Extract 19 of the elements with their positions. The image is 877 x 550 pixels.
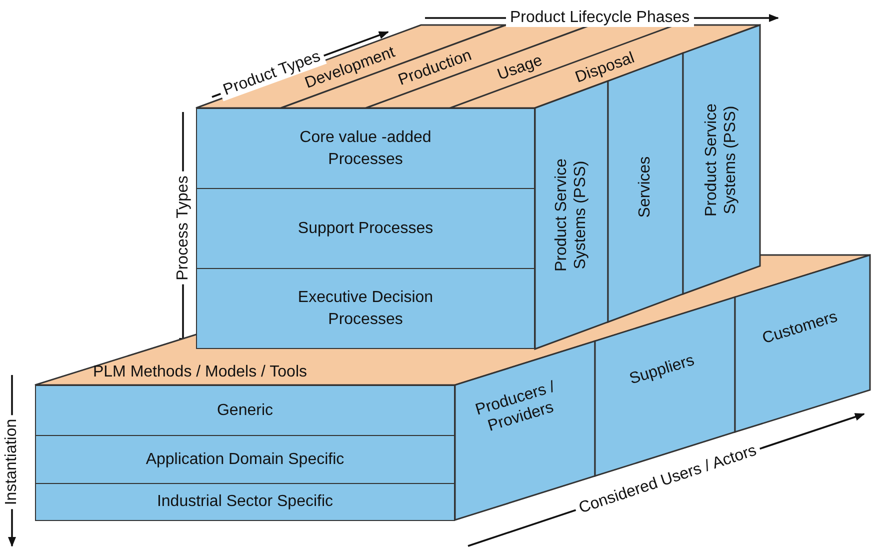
face-label: Application Domain Specific bbox=[146, 450, 344, 470]
face-label: Industrial Sector Specific bbox=[156, 492, 334, 512]
face-label: Support Processes bbox=[298, 218, 434, 239]
face-label: Generic bbox=[216, 400, 274, 421]
front-face bbox=[35, 385, 455, 436]
face-label: Suppliers bbox=[626, 351, 698, 390]
axis-label: Product Lifecycle Phases bbox=[506, 9, 694, 27]
face-label: Usage bbox=[494, 51, 546, 86]
front-face bbox=[196, 108, 535, 189]
axis-label: Process Types bbox=[174, 172, 192, 284]
face-label: PLM Methods / Models / Tools bbox=[92, 362, 308, 382]
front-face bbox=[35, 483, 455, 521]
face-label: Core value -added Processes bbox=[298, 128, 432, 170]
front-face bbox=[196, 188, 535, 269]
face-label: Product Service Systems (PSS) bbox=[552, 158, 590, 274]
front-face bbox=[35, 435, 455, 484]
face-label: Services bbox=[635, 155, 654, 220]
face-label: Product Service Systems (PSS) bbox=[702, 102, 740, 218]
face-label: Executive Decision Processes bbox=[296, 288, 434, 330]
